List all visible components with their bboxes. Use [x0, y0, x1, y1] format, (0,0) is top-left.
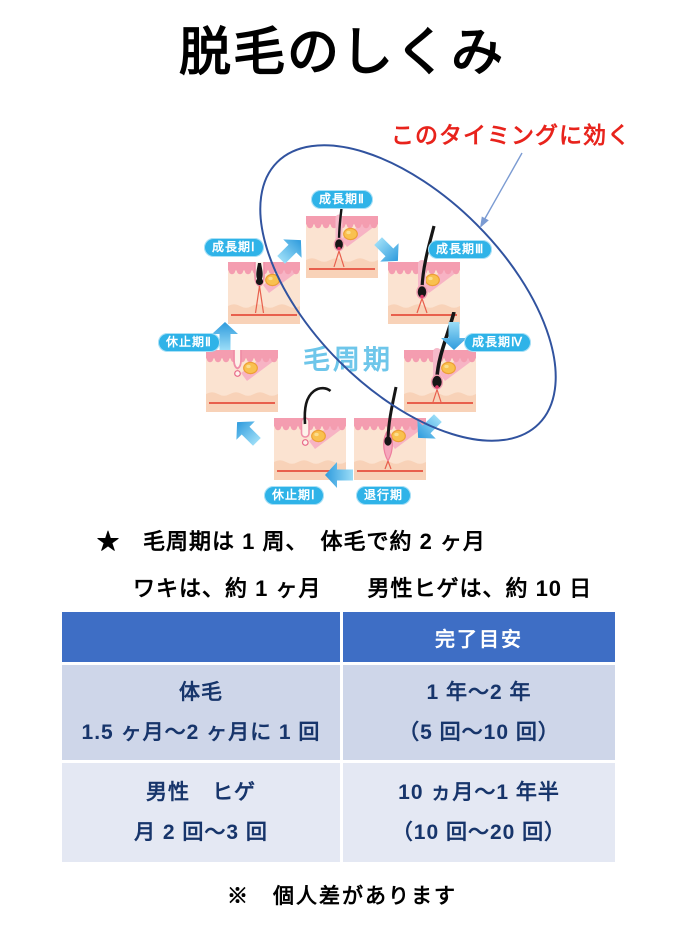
stage-badge-growth3: 成長期Ⅲ — [428, 240, 493, 259]
annotation-arrowhead — [480, 216, 489, 228]
cell-line: 10 ヵ月～1 年半 — [398, 780, 560, 804]
annotation-arrow — [482, 152, 523, 223]
note-line-2: ワキは、約 1 ヶ月 男性ヒゲは、約 10 日 — [133, 576, 593, 601]
skin-illustration-growth3 — [388, 225, 460, 324]
stage-badge-growth2: 成長期Ⅱ — [311, 190, 373, 209]
hair-growth-cycle-diagram: このタイミングに効く — [0, 110, 684, 510]
cycle-arrow-7 — [236, 421, 261, 446]
cell-line: 1.5 ヶ月～2 ヶ月に 1 回 — [81, 720, 321, 744]
table-header-completion: 完了目安 — [343, 612, 615, 662]
table-row-body-hair: 体毛 1.5 ヶ月～2 ヶ月に 1 回 1 年～2 年 （5 回～10 回） — [62, 665, 615, 760]
stage-badge-rest2: 休止期Ⅱ — [158, 333, 220, 352]
treatment-schedule-table: 完了目安 体毛 1.5 ヶ月～2 ヶ月に 1 回 1 年～2 年 （5 回～10… — [59, 609, 618, 865]
stage-badge-growth4: 成長期Ⅳ — [464, 333, 532, 352]
table-header-row: 完了目安 — [62, 612, 615, 662]
table-header-empty — [62, 612, 340, 662]
cycle-arrow-4 — [441, 322, 467, 350]
timing-annotation: このタイミングに効く — [391, 122, 631, 148]
cell-line: 1 年～2 年 — [426, 680, 532, 704]
note-line-1: ★ 毛周期は 1 周、 体毛で約 2 ヶ月 — [97, 529, 486, 554]
cell-line: 月 2 回～3 回 — [134, 820, 268, 844]
cell-body-hair-estimate: 1 年～2 年 （5 回～10 回） — [343, 665, 615, 760]
page-title: 脱毛のしくみ — [178, 24, 506, 82]
cycle-center-label: 毛周期 — [303, 345, 393, 375]
cycle-arrow-1 — [212, 322, 238, 350]
cell-body-hair-frequency: 体毛 1.5 ヶ月～2 ヶ月に 1 回 — [62, 665, 340, 760]
cell-beard-estimate: 10 ヵ月～1 年半 （10 回～20 回） — [343, 763, 615, 862]
cell-beard-frequency: 男性 ヒゲ 月 2 回～3 回 — [62, 763, 340, 862]
disclaimer-note: ※ 個人差があります — [227, 885, 457, 908]
table-row-beard: 男性 ヒゲ 月 2 回～3 回 10 ヵ月～1 年半 （10 回～20 回） — [62, 763, 615, 862]
stage-badge-growth1: 成長期Ⅰ — [204, 238, 264, 257]
cell-line: 男性 ヒゲ — [146, 780, 256, 804]
cell-line: （10 回～20 回） — [391, 820, 567, 844]
cell-line: （5 回～10 回） — [398, 720, 560, 744]
stage-badge-rest1: 休止期Ⅰ — [264, 486, 324, 505]
cell-line: 体毛 — [179, 680, 223, 704]
stage-badge-regression: 退行期 — [356, 486, 412, 505]
cycle-arrow-6 — [325, 462, 353, 488]
